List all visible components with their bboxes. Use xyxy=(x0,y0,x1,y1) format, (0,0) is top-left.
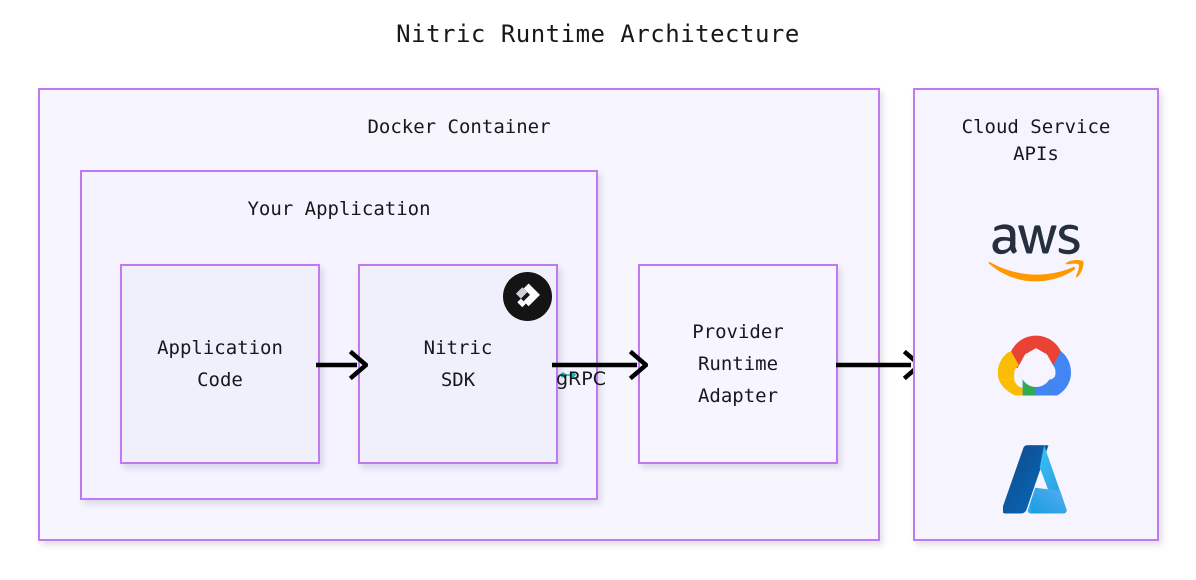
arrow-code-to-sdk-icon xyxy=(316,345,370,385)
application-code-box: Application Code xyxy=(120,264,320,464)
grpc-edge-label: gRPC xyxy=(556,368,606,390)
aws-logo-icon xyxy=(988,210,1084,296)
docker-container-label: Docker Container xyxy=(367,116,551,138)
cloud-service-apis-label: Cloud Service APIs xyxy=(961,116,1111,165)
your-application-label: Your Application xyxy=(247,198,431,220)
nitric-sdk-label: Nitric SDK xyxy=(423,337,493,391)
arrow-sdk-to-adapter-icon xyxy=(552,345,650,385)
application-code-label: Application Code xyxy=(157,337,283,391)
cloud-service-apis-boundary: Cloud Service APIs xyxy=(913,88,1159,541)
azure-logo-icon xyxy=(1003,436,1069,522)
grpc-connector-icon xyxy=(560,366,577,385)
cloud-provider-logo-list xyxy=(915,196,1157,536)
page-title: Nitric Runtime Architecture xyxy=(396,20,800,48)
provider-runtime-adapter-box: Provider Runtime Adapter xyxy=(638,264,838,464)
provider-runtime-adapter-label: Provider Runtime Adapter xyxy=(692,321,784,407)
nitric-logo-icon xyxy=(503,272,552,321)
arrow-adapter-to-cloud-icon xyxy=(836,345,924,385)
google-cloud-logo-icon xyxy=(997,323,1075,409)
